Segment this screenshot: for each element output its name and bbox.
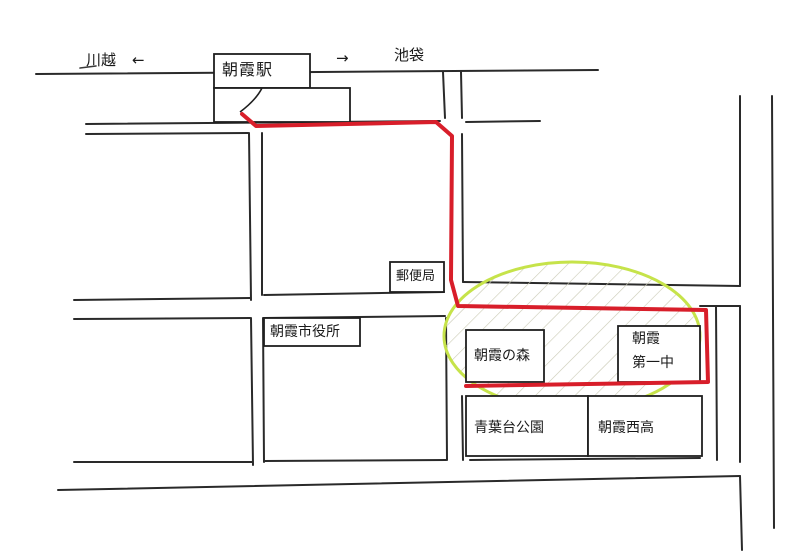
road (73, 297, 251, 301)
station-label: 朝霞駅 (222, 60, 274, 79)
direction-west-label: 川越 (86, 51, 117, 69)
road (263, 459, 447, 462)
road (715, 305, 718, 461)
station-curve (239, 87, 263, 113)
road (461, 133, 464, 283)
city-hall-label: 朝霞市役所 (270, 324, 340, 340)
road (442, 71, 446, 119)
road-stub (79, 65, 97, 69)
direction-east-label: 池袋 (394, 46, 425, 64)
road (739, 475, 743, 551)
forest-box (465, 329, 545, 383)
school-label-line1: 朝霞 (632, 331, 660, 347)
arrow-east-icon: → (336, 49, 349, 67)
school-box (617, 325, 701, 383)
post-office-box (389, 261, 445, 293)
station-building (213, 53, 311, 89)
road (73, 317, 251, 320)
road (465, 120, 541, 123)
post-office-label: 郵便局 (396, 269, 436, 284)
route-line (240, 112, 710, 388)
road (469, 457, 701, 461)
park-label: 青葉台公園 (474, 420, 544, 436)
forest-label: 朝霞の森 (474, 348, 530, 364)
park-box (465, 395, 589, 457)
high-school-label: 朝霞西高 (598, 420, 654, 436)
road (250, 317, 254, 466)
station-platform (213, 87, 351, 123)
road (461, 395, 464, 461)
road (57, 475, 741, 491)
road (85, 132, 249, 135)
road (248, 132, 252, 301)
city-hall-box (263, 317, 361, 347)
road (771, 95, 775, 529)
arrow-west-icon: ← (132, 51, 145, 69)
road (460, 71, 463, 119)
high-school-box (587, 395, 703, 457)
main-road (35, 69, 599, 75)
school-label-line2: 第一中 (632, 355, 674, 371)
